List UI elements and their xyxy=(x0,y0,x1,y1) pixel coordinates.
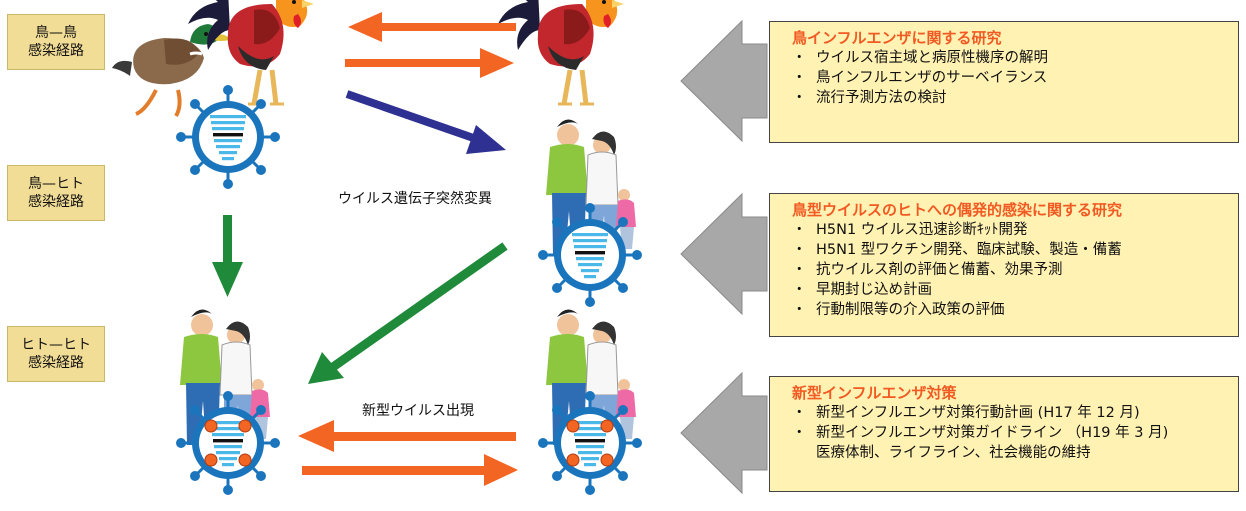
rooster-illustration xyxy=(188,0,316,104)
label-bird-bird-line1: 鳥—鳥 xyxy=(35,25,77,41)
label-human-human-line2: 感染経路 xyxy=(28,355,84,371)
avian-virus-in-human-icon xyxy=(538,203,642,307)
panel-pandemic-measures: 新型インフルエンザ対策 ・新型インフルエンザ対策行動計画 (H17 年 12 月… xyxy=(769,376,1239,492)
label-bird-bird-line2: 感染経路 xyxy=(28,43,84,59)
caption-mutation: ウイルス遺伝子突然変異 xyxy=(338,191,492,207)
label-human-human: ヒト—ヒト 感染経路 xyxy=(7,326,105,382)
panel-accidental-infection: 鳥型ウイルスのヒトへの偶発的感染に関する研究 ・H5N1 ウイルス迅速診断ｷｯﾄ… xyxy=(769,193,1239,337)
gray-arrow-1 xyxy=(680,19,768,143)
human-to-human-arrows xyxy=(298,420,518,486)
list-item: ・新型インフルエンザ対策行動計画 (H17 年 12 月) xyxy=(792,405,1140,421)
list-item: ・行動制限等の介入政策の評価 xyxy=(792,302,1005,318)
list-item-continuation: 医療体制、ライフライン、社会機能の維持 xyxy=(816,445,1091,461)
new-virus-icon-right xyxy=(540,393,641,494)
bird-to-bird-arrows xyxy=(345,12,516,78)
list-item: ・鳥インフルエンザのサーベイランス xyxy=(792,70,1048,86)
bird-to-human-arrow xyxy=(212,215,243,297)
panel-title: 鳥型ウイルスのヒトへの偶発的感染に関する研究 xyxy=(792,201,1123,219)
list-item: ・H5N1 ウイルス迅速診断ｷｯﾄ開発 xyxy=(792,222,1028,238)
avian-virus-icon xyxy=(176,85,280,189)
label-bird-human: 鳥—ヒト 感染経路 xyxy=(7,165,105,221)
list-item: ・流行予測方法の検討 xyxy=(792,90,947,106)
label-bird-human-line1: 鳥—ヒト xyxy=(28,176,84,192)
list-item: ・ウイルス宿主域と病原性機序の解明 xyxy=(792,50,1048,66)
list-item: ・抗ウイルス剤の評価と備蓄、効果予測 xyxy=(792,262,1063,278)
mutation-arrow xyxy=(345,90,506,154)
new-virus-icon-left xyxy=(178,393,279,494)
list-item: ・H5N1 型ワクチン開発、臨床試験、製造・備蓄 xyxy=(792,242,1122,258)
caption-emergence: 新型ウイルス出現 xyxy=(362,403,474,419)
gray-arrow-2 xyxy=(680,192,768,316)
label-bird-human-line2: 感染経路 xyxy=(28,194,84,210)
panel-title: 鳥インフルエンザに関する研究 xyxy=(792,29,1002,47)
list-item: ・早期封じ込め計画 xyxy=(792,282,932,298)
rooster-illustration-right xyxy=(498,0,626,104)
emergence-arrow xyxy=(308,242,508,384)
label-bird-bird: 鳥—鳥 感染経路 xyxy=(7,14,105,70)
panel-title: 新型インフルエンザ対策 xyxy=(792,384,957,402)
label-human-human-line1: ヒト—ヒト xyxy=(21,337,91,353)
gray-arrow-3 xyxy=(680,371,768,495)
list-item: ・新型インフルエンザ対策ガイドライン （H19 年 3 月) xyxy=(792,425,1169,441)
panel-avian-research: 鳥インフルエンザに関する研究 ・ウイルス宿主域と病原性機序の解明 ・鳥インフルエ… xyxy=(769,21,1239,143)
